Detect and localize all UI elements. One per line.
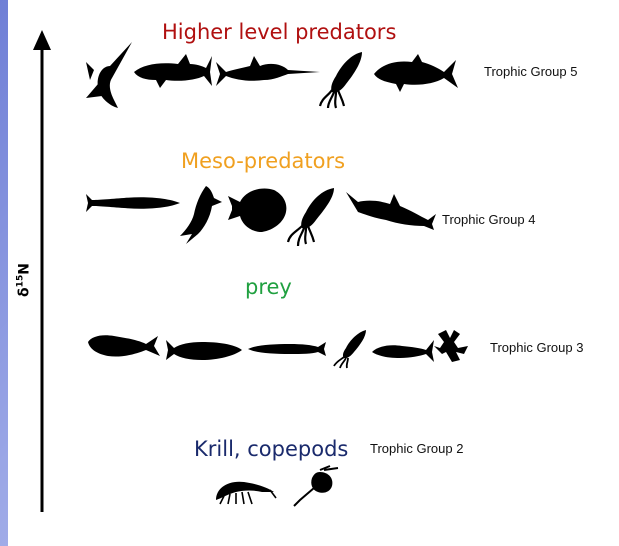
sardine-icon [164, 338, 242, 362]
barracuda-icon [84, 192, 180, 214]
axis-label: δ15N [16, 263, 33, 297]
opah-icon [226, 184, 288, 234]
copepod-icon [290, 466, 340, 508]
squid-icon [316, 50, 366, 108]
squid-icon [330, 328, 370, 368]
squid-icon [284, 186, 338, 246]
mackerel-icon [370, 338, 434, 364]
lanternfish-icon [86, 332, 160, 360]
group-label-3: Trophic Group 3 [490, 340, 583, 355]
level-title-top-predators: Higher level predators [162, 20, 396, 44]
swordfish-icon [214, 54, 320, 90]
level-title-prey: prey [245, 275, 292, 299]
tuna-icon [372, 52, 458, 94]
group-label-5: Trophic Group 5 [484, 64, 577, 79]
level-title-krill-copepods: Krill, copepods [194, 437, 348, 461]
group-label-4: Trophic Group 4 [442, 212, 535, 227]
shark-icon [130, 50, 212, 90]
krill-icon [214, 478, 276, 504]
saury-icon [246, 340, 326, 358]
group-label-2: Trophic Group 2 [370, 441, 463, 456]
level-title-meso-predators: Meso-predators [181, 149, 345, 173]
shark-diving-icon [176, 184, 224, 244]
crab-icon [430, 326, 470, 366]
tuna-icon [344, 190, 436, 230]
marlin-leaping-icon [84, 40, 134, 108]
axis-arrowhead [33, 30, 51, 50]
